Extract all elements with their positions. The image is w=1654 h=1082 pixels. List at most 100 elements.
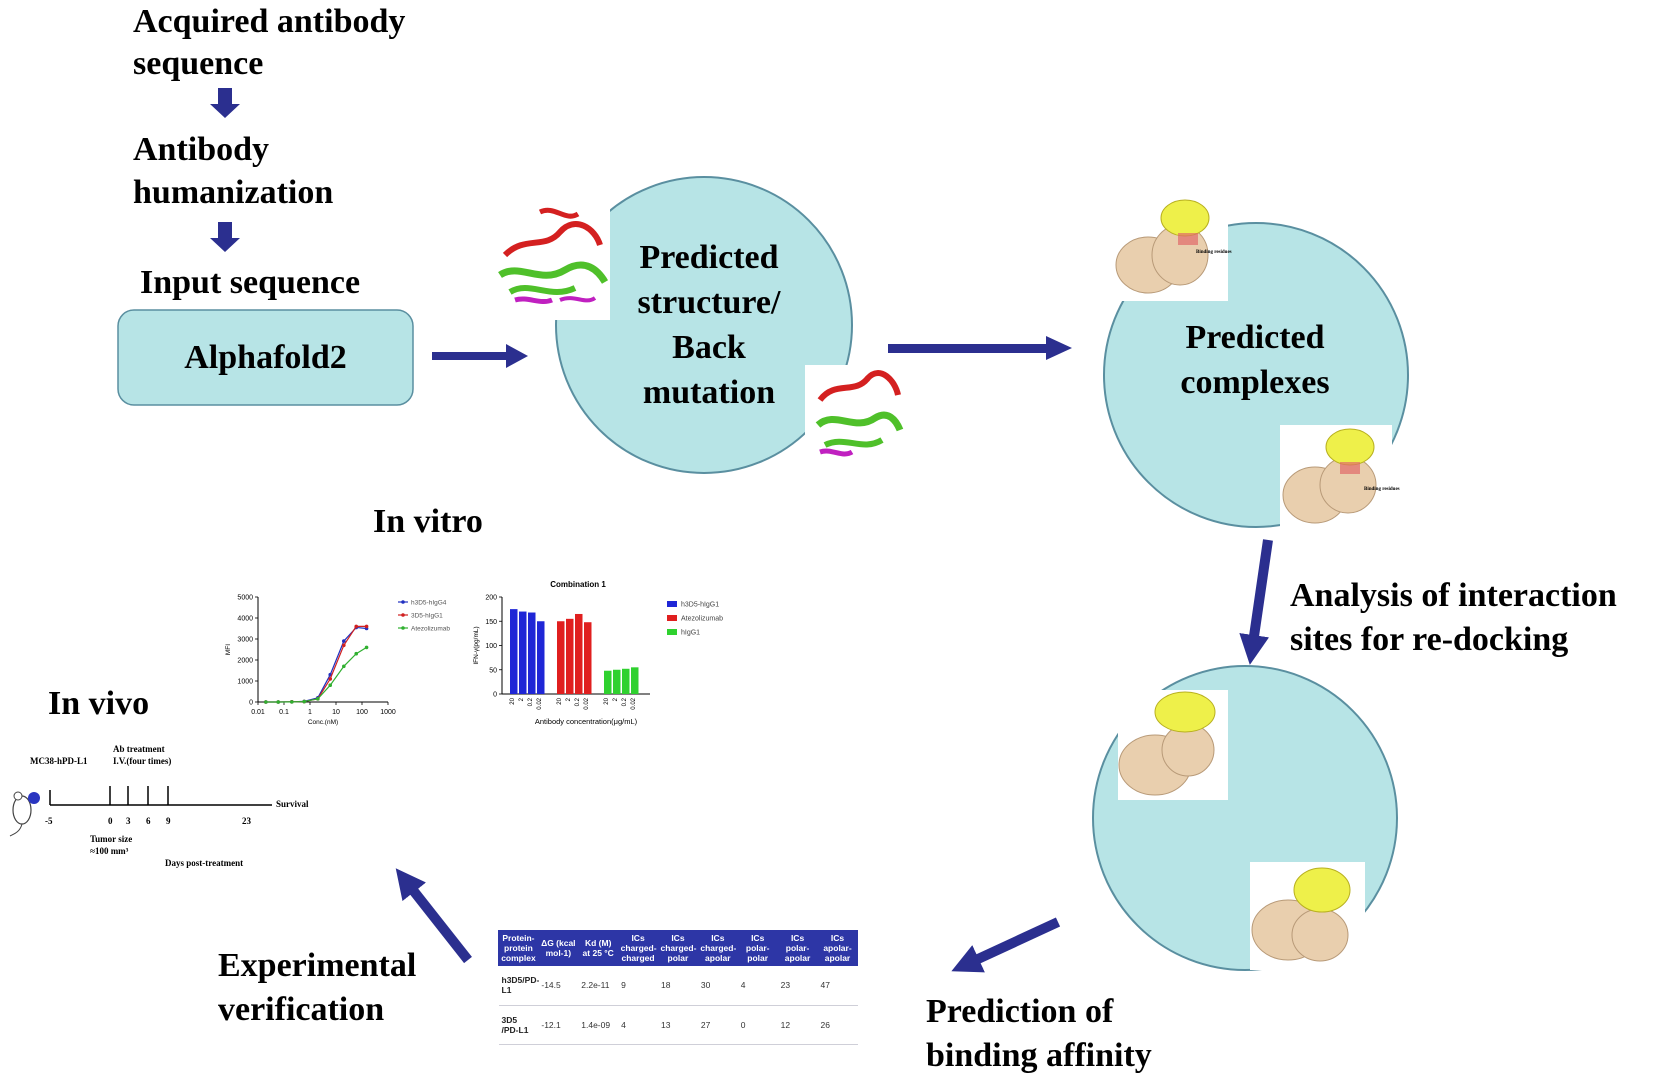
table-header-cell: ICs polar-polar <box>737 930 779 966</box>
acquired-sequence-label-line2: sequence <box>133 45 264 82</box>
legend-swatch <box>667 601 677 607</box>
prediction-label-line1: Prediction of <box>926 993 1114 1030</box>
timeline-tick-6: 6 <box>146 816 151 826</box>
table-row: h3D5/PD-L1 -14.5 2.2e-11 9 18 30 4 23 47 <box>498 965 858 1006</box>
table-cell: 0 <box>737 1005 778 1045</box>
bar <box>622 668 630 694</box>
legend-label: 3D5-hIgG1 <box>411 613 443 620</box>
predicted-structure-line3: Back <box>672 329 746 366</box>
ribbon-structure-image-2 <box>805 365 905 485</box>
x-tick-label: 100 <box>356 709 368 716</box>
bar <box>557 621 565 694</box>
x-tick-label: 10 <box>332 709 340 716</box>
analysis-label-line2: sites for re-docking <box>1290 621 1569 658</box>
bar <box>575 613 583 694</box>
table-cell: -14.5 <box>538 965 579 1006</box>
table-header-cell: ICs polar-apolar <box>777 930 818 966</box>
legend-marker <box>401 626 405 630</box>
x-tick-label: 20 <box>604 697 610 704</box>
table-header-cell: Kd (M) at 25 °C <box>577 930 619 966</box>
complex-image-1 <box>1115 196 1228 301</box>
table-cell: 27 <box>697 1005 738 1045</box>
x-tick-label: 1 <box>308 709 312 716</box>
x-tick-label: 20 <box>557 697 563 704</box>
bar <box>631 667 639 694</box>
x-tick-label: 0.02 <box>584 697 590 709</box>
table-cell: 30 <box>697 965 738 1006</box>
x-tick-label: 0.02 <box>631 697 637 709</box>
y-tick-label: 5000 <box>237 595 253 602</box>
prediction-label-line2: binding affinity <box>926 1037 1152 1074</box>
table-cell: 13 <box>658 1005 698 1045</box>
y-axis-label: MFI <box>225 644 232 655</box>
timeline-model-label: MC38-hPD-L1 <box>30 756 88 766</box>
y-tick-label: 0 <box>249 700 253 707</box>
timeline-days-label: Days post-treatment <box>165 858 244 868</box>
input-sequence-label: Input sequence <box>140 264 361 301</box>
legend-label: hIgG1 <box>681 630 700 637</box>
data-point <box>342 643 346 648</box>
bar <box>566 618 574 694</box>
y-tick-label: 200 <box>485 595 497 602</box>
table-header-cell: ICs charged-charged <box>617 930 659 966</box>
table-cell: 23 <box>777 965 818 1006</box>
structure-circle <box>555 176 853 474</box>
y-tick-label: 100 <box>485 643 497 650</box>
in-vivo-timeline <box>9 786 272 837</box>
analysis-label-line1: Analysis of interaction <box>1290 577 1617 614</box>
experimental-label-line2: verification <box>218 991 385 1028</box>
legend-swatch <box>667 629 677 635</box>
binding-residues-label-1: Binding residues <box>1196 250 1232 255</box>
legend-label: Atezolizumab <box>681 616 723 623</box>
predicted-complexes-line1: Predicted <box>1185 319 1325 356</box>
series-line <box>265 646 367 703</box>
table-cell: -12.1 <box>538 1005 579 1045</box>
data-point <box>364 645 369 650</box>
bar <box>613 669 621 694</box>
x-tick-label: 2 <box>519 697 525 701</box>
table-header-cell: Protein-protein complex <box>498 930 539 966</box>
timeline-treatment-line1: Ab treatment <box>113 744 165 754</box>
timeline-tick-m5: -5 <box>45 816 53 826</box>
data-point <box>264 700 268 704</box>
table-header-row: Protein-protein complex ΔG (kcal mol-1) … <box>498 930 858 966</box>
x-tick-label: 1000 <box>380 709 396 716</box>
experimental-label-line1: Experimental <box>218 947 417 984</box>
table-cell: 9 <box>618 965 658 1006</box>
redock-image-1 <box>1118 690 1228 800</box>
data-point <box>328 683 333 687</box>
table-cell: 4 <box>618 1005 658 1045</box>
table-cell: 26 <box>817 1005 858 1045</box>
data-point <box>328 677 333 681</box>
legend-swatch <box>667 615 677 621</box>
legend-label: Atezolizumab <box>411 626 450 633</box>
timeline-survival-label: Survival <box>276 799 309 809</box>
predicted-structure-line1: Predicted <box>639 239 779 276</box>
series-line <box>265 626 367 703</box>
bar <box>604 670 612 694</box>
series-line <box>265 625 367 703</box>
table-cell: 3D5 /PD-L1 <box>498 1005 539 1045</box>
humanization-label-line1: Antibody <box>133 131 270 168</box>
timeline-tick-0: 0 <box>108 816 113 826</box>
table-row: 3D5 /PD-L1 -12.1 1.4e-09 4 13 27 0 12 26 <box>498 1005 858 1045</box>
binding-affinity-table: Protein-protein complex ΔG (kcal mol-1) … <box>498 930 858 1045</box>
y-tick-label: 50 <box>489 667 497 674</box>
mouse-icon <box>9 791 40 837</box>
data-point <box>354 651 359 656</box>
data-point <box>354 624 359 629</box>
x-axis-label: Conc.(nM) <box>308 719 338 726</box>
data-point <box>316 697 320 701</box>
y-axis-label: IFN-γ(pg/mL) <box>473 626 480 664</box>
timeline-tick-23: 23 <box>242 816 251 826</box>
data-point <box>342 664 346 669</box>
x-tick-label: 0.2 <box>575 697 581 706</box>
table-cell: h3D5/PD-L1 <box>498 965 539 1006</box>
x-axis-label: Antibody concentration(μg/mL) <box>535 717 638 726</box>
binding-residues-label-2: Binding residues <box>1364 487 1400 492</box>
timeline-treatment-line2: I.V.(four times) <box>113 756 172 766</box>
data-point <box>342 639 346 643</box>
legend-label: h3D5-hIgG1 <box>681 602 719 609</box>
